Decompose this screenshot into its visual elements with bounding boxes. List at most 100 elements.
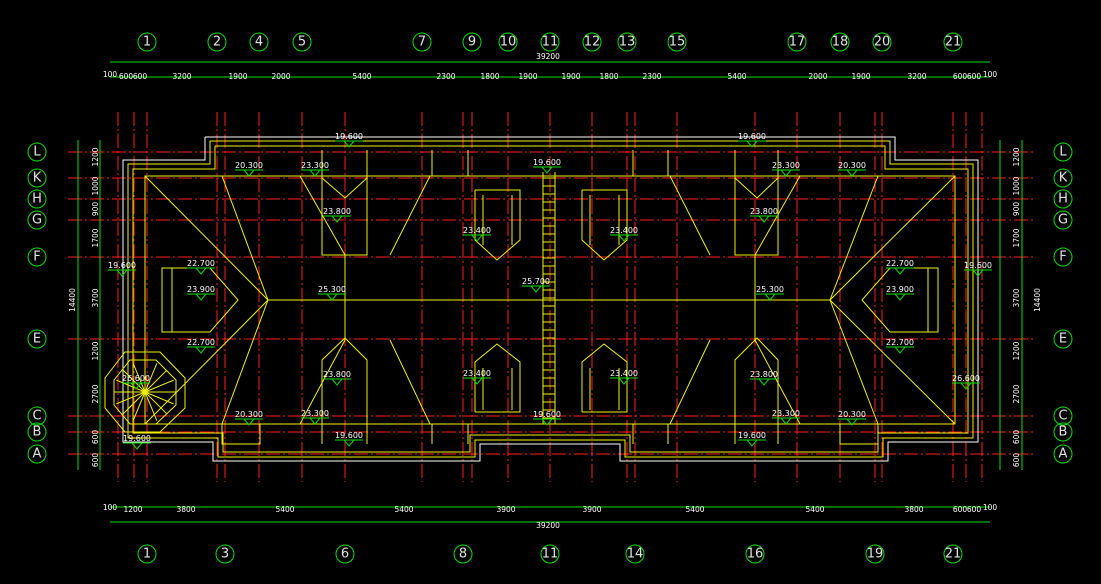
bottom-axis-bubbles: 1 3 6 8 11 14 16 19 21 xyxy=(137,544,963,564)
axis-bubble: F xyxy=(27,247,47,267)
axis-bubble: B xyxy=(1053,422,1073,442)
elevation-label: 22.700 xyxy=(187,259,215,268)
axis-bubble: K xyxy=(1053,168,1073,188)
elevation-label: 22.700 xyxy=(886,259,914,268)
axis-bubble: L xyxy=(27,142,47,162)
axis-label: 19 xyxy=(867,547,884,562)
elevation-label: 19.600 xyxy=(964,261,992,270)
axis-label: 9 xyxy=(468,35,476,50)
axis-bubble: 13 xyxy=(617,32,637,52)
axis-bubble: 21 xyxy=(943,544,963,564)
elevation-marker: 20.300 xyxy=(838,161,866,177)
elevation-marker: 19.600 xyxy=(335,431,363,447)
axis-label: 5 xyxy=(298,35,306,50)
axis-label: F xyxy=(33,250,40,265)
top-dim: 1900 xyxy=(561,72,580,81)
elevation-label: 23.300 xyxy=(772,409,800,418)
axis-label: F xyxy=(1059,250,1066,265)
axis-label: 3 xyxy=(221,547,229,562)
elevation-marker: 22.700 xyxy=(886,338,914,354)
elevation-marker: 23.300 xyxy=(772,409,800,425)
axis-label: 12 xyxy=(584,35,601,50)
axis-label: L xyxy=(33,145,41,160)
axis-bubble: E xyxy=(1053,329,1073,349)
elevation-label: 23.300 xyxy=(301,409,329,418)
axis-bubble: C xyxy=(27,406,47,426)
axis-bubble: 8 xyxy=(453,544,473,564)
side-dim: 900 xyxy=(1012,202,1021,217)
elevation-label: 23.800 xyxy=(323,370,351,379)
axis-bubble: E xyxy=(27,329,47,349)
side-dim: 1000 xyxy=(91,176,100,195)
elevation-label: 20.300 xyxy=(235,410,263,419)
axis-label: E xyxy=(33,332,41,347)
elevation-marker: 25.300 xyxy=(318,285,346,301)
bottom-dim: 600 xyxy=(967,505,982,514)
elevation-label: 25.300 xyxy=(318,285,346,294)
bottom-dim: 100 xyxy=(983,503,998,512)
elevation-label: 19.600 xyxy=(335,431,363,440)
axis-bubble: C xyxy=(1053,406,1073,426)
axis-label: 1 xyxy=(143,35,151,50)
axis-bubble: 11 xyxy=(540,32,560,52)
axis-label: 16 xyxy=(747,547,764,562)
axis-label: E xyxy=(1059,332,1067,347)
top-dim: 600 xyxy=(119,72,134,81)
axis-bubble: 7 xyxy=(412,32,432,52)
elevation-marker: 19.600 xyxy=(964,261,992,277)
axis-label: 14 xyxy=(627,547,644,562)
elevation-marker: 23.400 xyxy=(610,369,638,385)
top-dim: 100 xyxy=(983,70,998,79)
bottom-dim: 3900 xyxy=(496,505,515,514)
axis-bubble: 1 xyxy=(137,32,157,52)
side-dim: 14400 xyxy=(68,288,77,312)
elevation-marker: 23.900 xyxy=(886,285,914,301)
side-dim: 600 xyxy=(91,453,100,468)
axis-label: C xyxy=(32,409,41,424)
elevation-marker: 19.600 xyxy=(108,261,136,277)
axis-bubble: 2 xyxy=(207,32,227,52)
elevation-marker: 23.300 xyxy=(772,161,800,177)
axis-label: A xyxy=(1059,447,1068,462)
elevation-label: 19.600 xyxy=(738,132,766,141)
axis-bubble: 1 xyxy=(137,544,157,564)
axis-bubble: 18 xyxy=(830,32,850,52)
top-dim: 2000 xyxy=(271,72,290,81)
axis-label: B xyxy=(33,425,42,440)
elevation-label: 19.600 xyxy=(123,434,151,443)
elevation-label: 19.600 xyxy=(335,132,363,141)
axis-label: 10 xyxy=(500,35,517,50)
elevation-marker: 26.600 xyxy=(122,374,150,390)
axis-label: 18 xyxy=(832,35,849,50)
elevation-label: 26.600 xyxy=(952,374,980,383)
side-dim: 3700 xyxy=(91,288,100,307)
elevation-marker: 23.400 xyxy=(463,226,491,242)
elevation-label: 23.400 xyxy=(463,226,491,235)
side-dim: 2700 xyxy=(1012,384,1021,403)
elevation-marker: 26.600 xyxy=(952,374,980,390)
side-dim: 600 xyxy=(1012,430,1021,445)
elevation-label: 19.600 xyxy=(533,410,561,419)
elevation-label: 23.900 xyxy=(187,285,215,294)
elevation-label: 23.400 xyxy=(610,226,638,235)
bottom-dim: 5400 xyxy=(805,505,824,514)
axis-bubble: 16 xyxy=(745,544,765,564)
elevation-marker: 22.700 xyxy=(187,338,215,354)
top-dim: 1900 xyxy=(518,72,537,81)
top-dim: 1900 xyxy=(228,72,247,81)
top-dimensions: 39200 100 600 600 3200 1900 2000 5400 23… xyxy=(103,52,998,81)
top-dim: 2300 xyxy=(436,72,455,81)
axis-bubble: 17 xyxy=(787,32,807,52)
axis-bubble: 12 xyxy=(582,32,602,52)
axis-label: K xyxy=(33,171,42,186)
bottom-dim: 3800 xyxy=(904,505,923,514)
roof-outline xyxy=(104,136,979,462)
elevation-label: 20.300 xyxy=(838,410,866,419)
top-dim: 100 xyxy=(103,70,118,79)
elevation-label: 19.600 xyxy=(533,158,561,167)
axis-label: 17 xyxy=(789,35,806,50)
elevation-marker: 23.800 xyxy=(323,207,351,223)
bottom-dim: 3800 xyxy=(176,505,195,514)
